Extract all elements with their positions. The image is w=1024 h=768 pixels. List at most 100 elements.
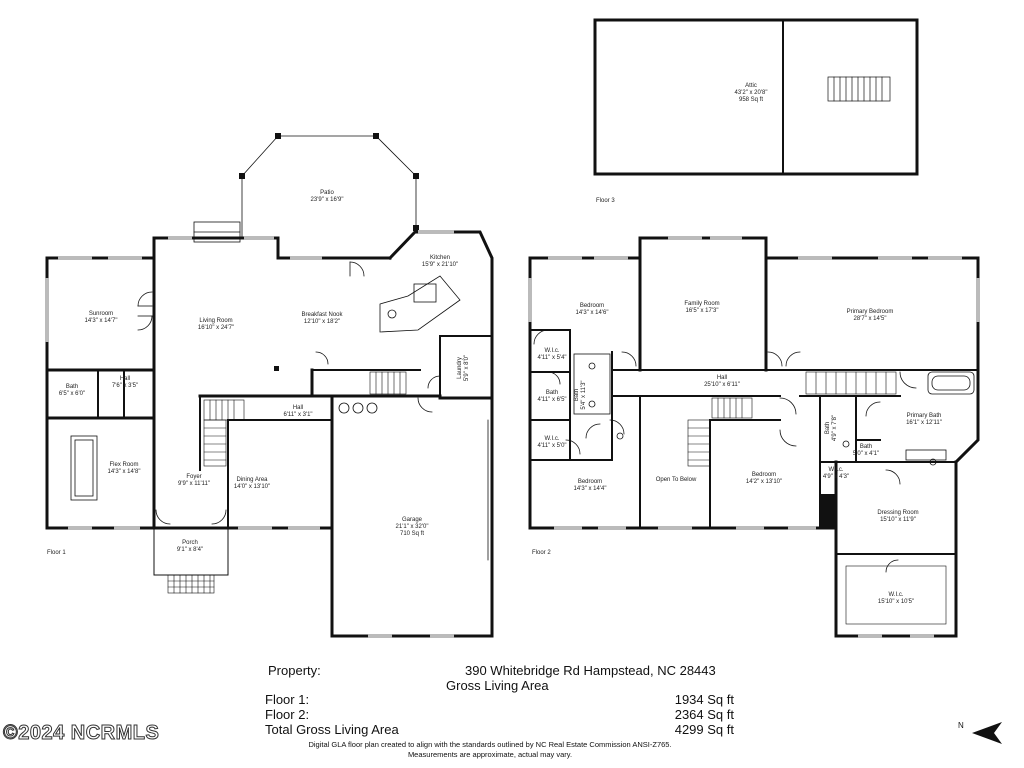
attic-stairs bbox=[827, 76, 891, 102]
family-room-label: Family Room bbox=[684, 301, 719, 307]
attic-area: 958 Sq ft bbox=[739, 97, 763, 103]
garage-dim: 21'1" x 32'0" bbox=[396, 524, 429, 530]
bath-c-label: Bath bbox=[825, 422, 831, 434]
floor2-walls bbox=[528, 236, 980, 638]
bath-a-label: Bath bbox=[546, 390, 558, 396]
bedroom-b-label: Bedroom bbox=[578, 479, 602, 485]
bath-c-dim: 4'9" x 7'8" bbox=[832, 415, 838, 441]
floor1-label: Floor 1 bbox=[47, 550, 66, 556]
floor1-walls bbox=[45, 230, 494, 638]
hall-small-dim: 7'6" x 3'5" bbox=[112, 383, 138, 389]
bedroom-c-dim: 14'2" x 13'10" bbox=[746, 479, 782, 485]
floor2-fill-block bbox=[820, 494, 836, 528]
wic-b-dim: 4'11" x 5'0" bbox=[537, 443, 566, 449]
bedroom-b-dim: 14'3" x 14'4" bbox=[574, 486, 607, 492]
wic-b-label: W.I.c. bbox=[545, 436, 560, 442]
laundry-label: Laundry bbox=[457, 357, 463, 379]
attic-label: Attic bbox=[745, 83, 757, 89]
porch-dim: 9'1" x 8'4" bbox=[177, 547, 203, 553]
watermark: ©2024 NCRMLS bbox=[2, 722, 160, 745]
hall1-dim: 6'11" x 3'1" bbox=[283, 412, 312, 418]
flex-room-dim: 14'3" x 14'8" bbox=[108, 469, 141, 475]
attic-floor-outline bbox=[593, 18, 919, 176]
bedroom-a-label: Bedroom bbox=[580, 303, 604, 309]
disclaimer-line-2: Measurements are approximate, actual may… bbox=[407, 750, 573, 759]
hall1-label: Hall bbox=[293, 405, 303, 411]
floor2-area-value: 2364 Sq ft bbox=[674, 707, 734, 722]
window-marks bbox=[45, 230, 980, 638]
kitchen-dim: 15'9" x 21'10" bbox=[422, 262, 458, 268]
property-address: 390 Whitebridge Rd Hampstead, NC 28443 bbox=[465, 663, 716, 678]
primary-bath-dim: 16'1" x 12'11" bbox=[906, 420, 942, 426]
floor1-doors bbox=[137, 261, 441, 525]
patio-posts bbox=[239, 133, 419, 371]
floor1-stairs bbox=[203, 371, 407, 467]
floor1-area-label: Floor 1: bbox=[265, 692, 310, 707]
gla-heading: Gross Living Area bbox=[446, 678, 549, 693]
kitchen-island bbox=[379, 275, 461, 333]
total-area-value: 4299 Sq ft bbox=[674, 722, 734, 737]
dressing-room-dim: 15'10" x 11'9" bbox=[880, 517, 916, 523]
porch-label: Porch bbox=[182, 540, 198, 546]
total-area-label: Total Gross Living Area bbox=[265, 722, 399, 737]
wic-d-label: W.I.c. bbox=[889, 592, 904, 598]
bath-a-dim: 4'11" x 6'5" bbox=[537, 397, 566, 403]
sunroom-label: Sunroom bbox=[89, 311, 113, 317]
dining-area-dim: 14'0" x 13'10" bbox=[234, 484, 270, 490]
open-to-below-label: Open To Below bbox=[656, 477, 697, 483]
wic-c-label: W.I.c. bbox=[829, 467, 844, 473]
hall2-label: Hall bbox=[717, 375, 727, 381]
garage-label: Garage bbox=[402, 517, 423, 523]
bath-fixtures bbox=[573, 353, 975, 466]
hall-small-label: Hall bbox=[120, 376, 130, 382]
kitchen-label: Kitchen bbox=[430, 255, 450, 261]
property-label: Property: bbox=[268, 663, 321, 678]
breakfast-nook-dim: 12'10" x 18'2" bbox=[304, 319, 340, 325]
floor2-stairs bbox=[687, 371, 897, 467]
bath-d-label: Bath bbox=[860, 444, 872, 450]
primary-bedroom-label: Primary Bedroom bbox=[847, 309, 894, 315]
sunroom-dim: 14'3" x 14'7" bbox=[85, 318, 118, 324]
bath-b-label: Bath bbox=[574, 389, 580, 401]
garage-area: 710 Sq ft bbox=[400, 531, 424, 537]
foyer-dim: 9'9" x 11'11" bbox=[178, 481, 210, 487]
dressing-room-label: Dressing Room bbox=[877, 510, 918, 516]
wic-d-dim: 15'10" x 10'5" bbox=[878, 599, 914, 605]
living-room-label: Living Room bbox=[199, 318, 232, 324]
laundry-dim: 5'9" x 8'0" bbox=[464, 355, 470, 381]
room-labels: Attic 43'2" x 20'8" 958 Sq ft Patio 23'9… bbox=[59, 83, 942, 605]
bedroom-a-dim: 14'3" x 14'6" bbox=[576, 310, 609, 316]
bath1-label: Bath bbox=[66, 384, 78, 390]
wic-shelving bbox=[845, 565, 947, 625]
porch-steps bbox=[167, 574, 215, 594]
living-room-dim: 16'10" x 24'7" bbox=[198, 325, 234, 331]
patio-dim: 23'9" x 16'9" bbox=[311, 197, 344, 203]
floor2-area-label: Floor 2: bbox=[265, 707, 310, 722]
attic-dim: 43'2" x 20'8" bbox=[735, 90, 768, 96]
floor1-area-value: 1934 Sq ft bbox=[674, 692, 734, 707]
flex-room-label: Flex Room bbox=[109, 462, 138, 468]
wic-c-dim: 4'9" x 4'3" bbox=[823, 474, 849, 480]
floor2-doors bbox=[533, 329, 917, 573]
family-room-dim: 16'5" x 17'3" bbox=[686, 308, 719, 314]
garage-details bbox=[338, 402, 489, 561]
bath1-dim: 6'5" x 6'0" bbox=[59, 391, 85, 397]
floor-labels: Floor 1 Floor 2 Floor 3 bbox=[47, 198, 615, 556]
disclaimer-line-1: Digital GLA floor plan created to align … bbox=[308, 740, 672, 749]
patio-label: Patio bbox=[320, 190, 334, 196]
bath-d-dim: 5'0" x 4'1" bbox=[853, 451, 879, 457]
wic-a-dim: 4'11" x 5'4" bbox=[537, 355, 566, 361]
primary-bedroom-dim: 28'7" x 14'5" bbox=[854, 316, 887, 322]
north-arrow-icon bbox=[972, 722, 1002, 744]
bedroom-c-label: Bedroom bbox=[752, 472, 776, 478]
breakfast-nook-label: Breakfast Nook bbox=[301, 312, 343, 318]
north-label: N bbox=[958, 721, 964, 730]
dining-area-label: Dining Area bbox=[236, 477, 268, 483]
fireplace-icon bbox=[193, 221, 241, 243]
bath-b-dim: 5'4" x 11'3" bbox=[581, 380, 587, 409]
hall2-dim: 25'10" x 6'11" bbox=[704, 382, 740, 388]
floor2-label: Floor 2 bbox=[532, 550, 551, 556]
foyer-label: Foyer bbox=[186, 474, 201, 480]
couch-icon bbox=[70, 435, 98, 501]
